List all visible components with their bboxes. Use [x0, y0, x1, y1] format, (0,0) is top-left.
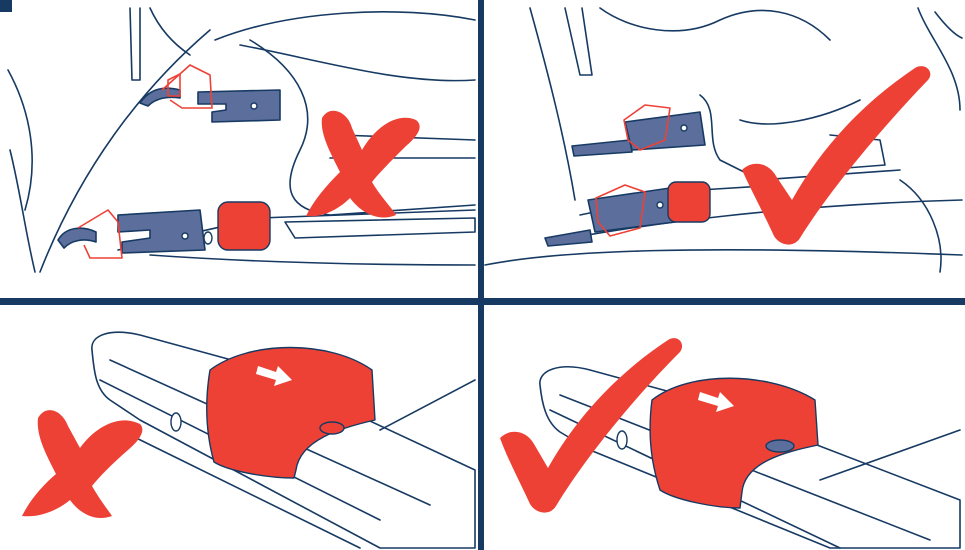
horizontal-divider: [0, 298, 965, 305]
status-slot-blue: [766, 440, 794, 452]
seat-outline: [215, 12, 475, 40]
panel-top-right: [485, 8, 962, 272]
connector-hole: [657, 202, 663, 208]
isofix-anchor-bar: [58, 228, 96, 248]
panel-bottom-left: [22, 332, 475, 548]
corner-marker: [0, 0, 12, 12]
seat-outline: [565, 8, 592, 75]
connector-hole: [681, 125, 687, 131]
seat-outline: [130, 8, 140, 80]
base-rail: [150, 255, 475, 265]
release-hole: [204, 232, 212, 244]
base-body: [740, 100, 860, 124]
isofix-connector: [198, 90, 280, 122]
seat-outline: [530, 8, 575, 200]
isofix-anchor-bar: [545, 230, 592, 246]
isofix-anchor-bar: [572, 140, 632, 156]
release-hole: [171, 413, 181, 431]
seat-outline: [600, 8, 830, 40]
seat-outline: [900, 180, 941, 272]
panel-bottom-right: [500, 338, 960, 548]
vertical-divider: [478, 0, 484, 550]
connector-hole: [182, 233, 188, 239]
panel-top-left: [8, 8, 475, 272]
base-rail: [285, 218, 475, 238]
release-hole: [617, 431, 627, 449]
status-slot-red: [320, 422, 344, 434]
cross-mark-icon: [22, 410, 142, 518]
base-arm-edge: [380, 380, 475, 430]
seat-outline: [240, 45, 475, 81]
seat-outline: [150, 8, 190, 55]
indicator-red: [218, 202, 270, 250]
seat-outline: [918, 8, 960, 110]
isofix-connector: [625, 112, 705, 150]
isofix-connector: [118, 210, 205, 253]
seat-outline: [935, 12, 962, 38]
indicator-red: [668, 182, 710, 222]
cross-mark-icon: [306, 111, 420, 218]
seat-outline: [8, 70, 32, 210]
connector-hole: [251, 103, 257, 109]
check-mark-icon: [742, 66, 930, 244]
seat-back-edge: [485, 250, 962, 265]
